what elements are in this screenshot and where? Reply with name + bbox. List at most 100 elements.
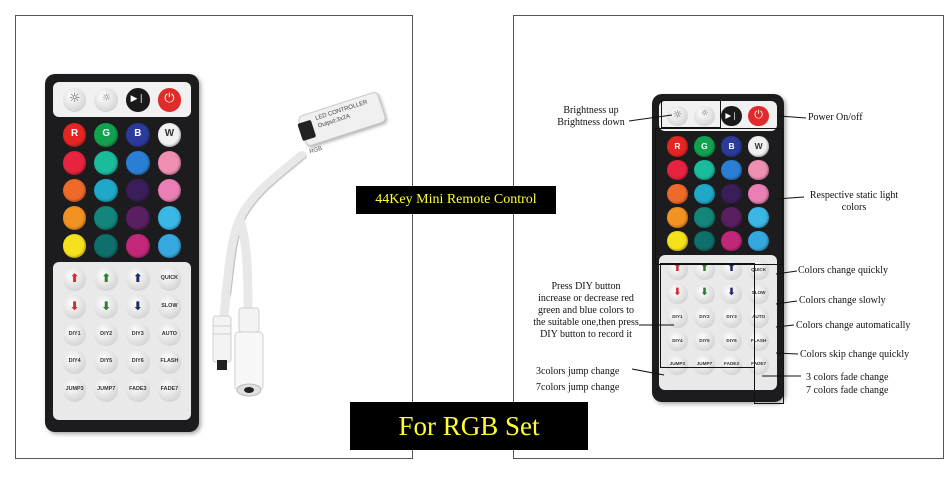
color-button-b[interactable]: B <box>125 123 150 148</box>
color-button-w[interactable]: W <box>157 123 182 148</box>
diy4-button[interactable]: DIY4 <box>62 350 87 375</box>
color-button[interactable] <box>694 160 715 181</box>
green-down-button[interactable]: ⬇ <box>694 283 715 304</box>
annotation-fade: 3 colors fade change 7 colors fade chang… <box>806 371 888 397</box>
color-button[interactable] <box>157 206 182 230</box>
color-button[interactable] <box>748 231 769 252</box>
color-button[interactable] <box>62 233 87 258</box>
color-button[interactable] <box>667 207 688 228</box>
diy5-button[interactable]: DIY5 <box>94 350 119 375</box>
color-button[interactable] <box>125 151 150 175</box>
jump3-button[interactable]: JUMP3 <box>667 354 688 375</box>
diy3-button[interactable]: DIY3 <box>721 307 742 328</box>
color-button-w[interactable]: W <box>748 136 769 157</box>
color-button[interactable] <box>694 207 715 228</box>
annotation-brightness-up: Brightness up <box>563 105 619 116</box>
auto-button[interactable]: AUTO <box>157 322 182 347</box>
color-button[interactable] <box>721 183 742 204</box>
color-button[interactable] <box>125 233 150 258</box>
diy6-button[interactable]: DIY6 <box>125 350 150 375</box>
diy1-button[interactable]: DIY1 <box>667 307 688 328</box>
color-button[interactable] <box>94 151 119 175</box>
line-auto <box>775 324 795 328</box>
arrow-up-icon: ⬆ <box>673 263 682 275</box>
flash-button[interactable]: FLASH <box>748 330 769 352</box>
color-button[interactable] <box>748 160 769 181</box>
diy4-button[interactable]: DIY4 <box>667 330 688 352</box>
blue-down-button[interactable]: ⬇ <box>721 283 742 304</box>
color-button[interactable] <box>721 207 742 228</box>
button-label: B <box>728 140 735 151</box>
green-down-button[interactable]: ⬇ <box>94 295 119 319</box>
diy3-button[interactable]: DIY3 <box>125 322 150 347</box>
play-pause-button[interactable]: ▶❘ <box>721 105 742 127</box>
color-button[interactable] <box>748 207 769 228</box>
annotation-fade-3: 3 colors fade change <box>806 372 889 383</box>
jump7-button[interactable]: JUMP7 <box>94 378 119 402</box>
color-button-r[interactable]: R <box>62 123 87 148</box>
color-button[interactable] <box>94 178 119 203</box>
blue-up-button[interactable]: ⬆ <box>125 267 150 292</box>
color-button[interactable] <box>62 206 87 230</box>
diy6-button[interactable]: DIY6 <box>721 330 742 352</box>
button-label: FADE3 <box>129 385 147 392</box>
annotation-diy-line4: the suitable one,then press <box>533 317 639 328</box>
color-button[interactable] <box>125 178 150 203</box>
button-label: DIY4 <box>68 358 81 365</box>
color-button[interactable] <box>157 233 182 258</box>
color-button[interactable] <box>94 233 119 258</box>
button-label: FADE7 <box>160 385 179 392</box>
fade3-button[interactable]: FADE3 <box>125 378 150 402</box>
color-button[interactable] <box>721 231 742 252</box>
color-button[interactable] <box>62 151 87 175</box>
power-button[interactable]: ⏻ <box>748 105 769 127</box>
diy5-button[interactable]: DIY5 <box>694 330 715 352</box>
color-button-g[interactable]: G <box>94 123 119 148</box>
diy1-button[interactable]: DIY1 <box>62 322 87 347</box>
flash-button[interactable]: FLASH <box>157 350 182 375</box>
color-button[interactable] <box>62 178 87 203</box>
brightness-down-button[interactable]: ☼ <box>94 87 119 112</box>
color-button[interactable] <box>667 183 688 204</box>
button-label: SLOW <box>751 290 766 296</box>
color-button-r[interactable]: R <box>667 136 688 157</box>
brightness-up-button[interactable]: ☼ <box>62 87 87 112</box>
color-button[interactable] <box>694 183 715 204</box>
auto-button[interactable]: AUTO <box>748 307 769 328</box>
slow-button[interactable]: SLOW <box>157 295 182 319</box>
color-button[interactable] <box>125 206 150 230</box>
jump7-button[interactable]: JUMP7 <box>694 354 715 375</box>
color-button[interactable] <box>94 206 119 230</box>
red-up-button[interactable]: ⬆ <box>62 267 87 292</box>
red-down-button[interactable]: ⬇ <box>667 283 688 304</box>
brightness-up-button[interactable]: ☼ <box>667 105 688 127</box>
brightness-down-button[interactable]: ☼ <box>694 105 715 127</box>
power-button[interactable]: ⏻ <box>157 87 182 112</box>
color-button-g[interactable]: G <box>694 136 715 157</box>
color-button[interactable] <box>667 231 688 252</box>
slow-button[interactable]: SLOW <box>748 283 769 304</box>
fade3-button[interactable]: FADE3 <box>721 354 742 375</box>
red-down-button[interactable]: ⬇ <box>62 295 87 319</box>
button-label: JUMP7 <box>696 361 713 367</box>
jump3-button[interactable]: JUMP3 <box>62 378 87 402</box>
fade7-button[interactable]: FADE7 <box>157 378 182 402</box>
play-pause-button[interactable]: ▶❘ <box>125 87 150 112</box>
diy2-button[interactable]: DIY2 <box>694 307 715 328</box>
blue-down-button[interactable]: ⬇ <box>125 295 150 319</box>
annotation-diy-line2: increase or decrease red <box>538 293 634 304</box>
color-button[interactable] <box>721 160 742 181</box>
color-button[interactable] <box>157 178 182 203</box>
plug-male <box>212 315 232 370</box>
line-static <box>775 196 805 200</box>
color-button[interactable] <box>667 160 688 181</box>
color-button-b[interactable]: B <box>721 136 742 157</box>
diy2-button[interactable]: DIY2 <box>94 322 119 347</box>
quick-button[interactable]: QUICK <box>157 267 182 292</box>
color-button[interactable] <box>694 231 715 252</box>
green-up-button[interactable]: ⬆ <box>94 267 119 292</box>
color-button[interactable] <box>157 151 182 175</box>
color-button[interactable] <box>748 183 769 204</box>
fade7-button[interactable]: FADE7 <box>748 354 769 375</box>
